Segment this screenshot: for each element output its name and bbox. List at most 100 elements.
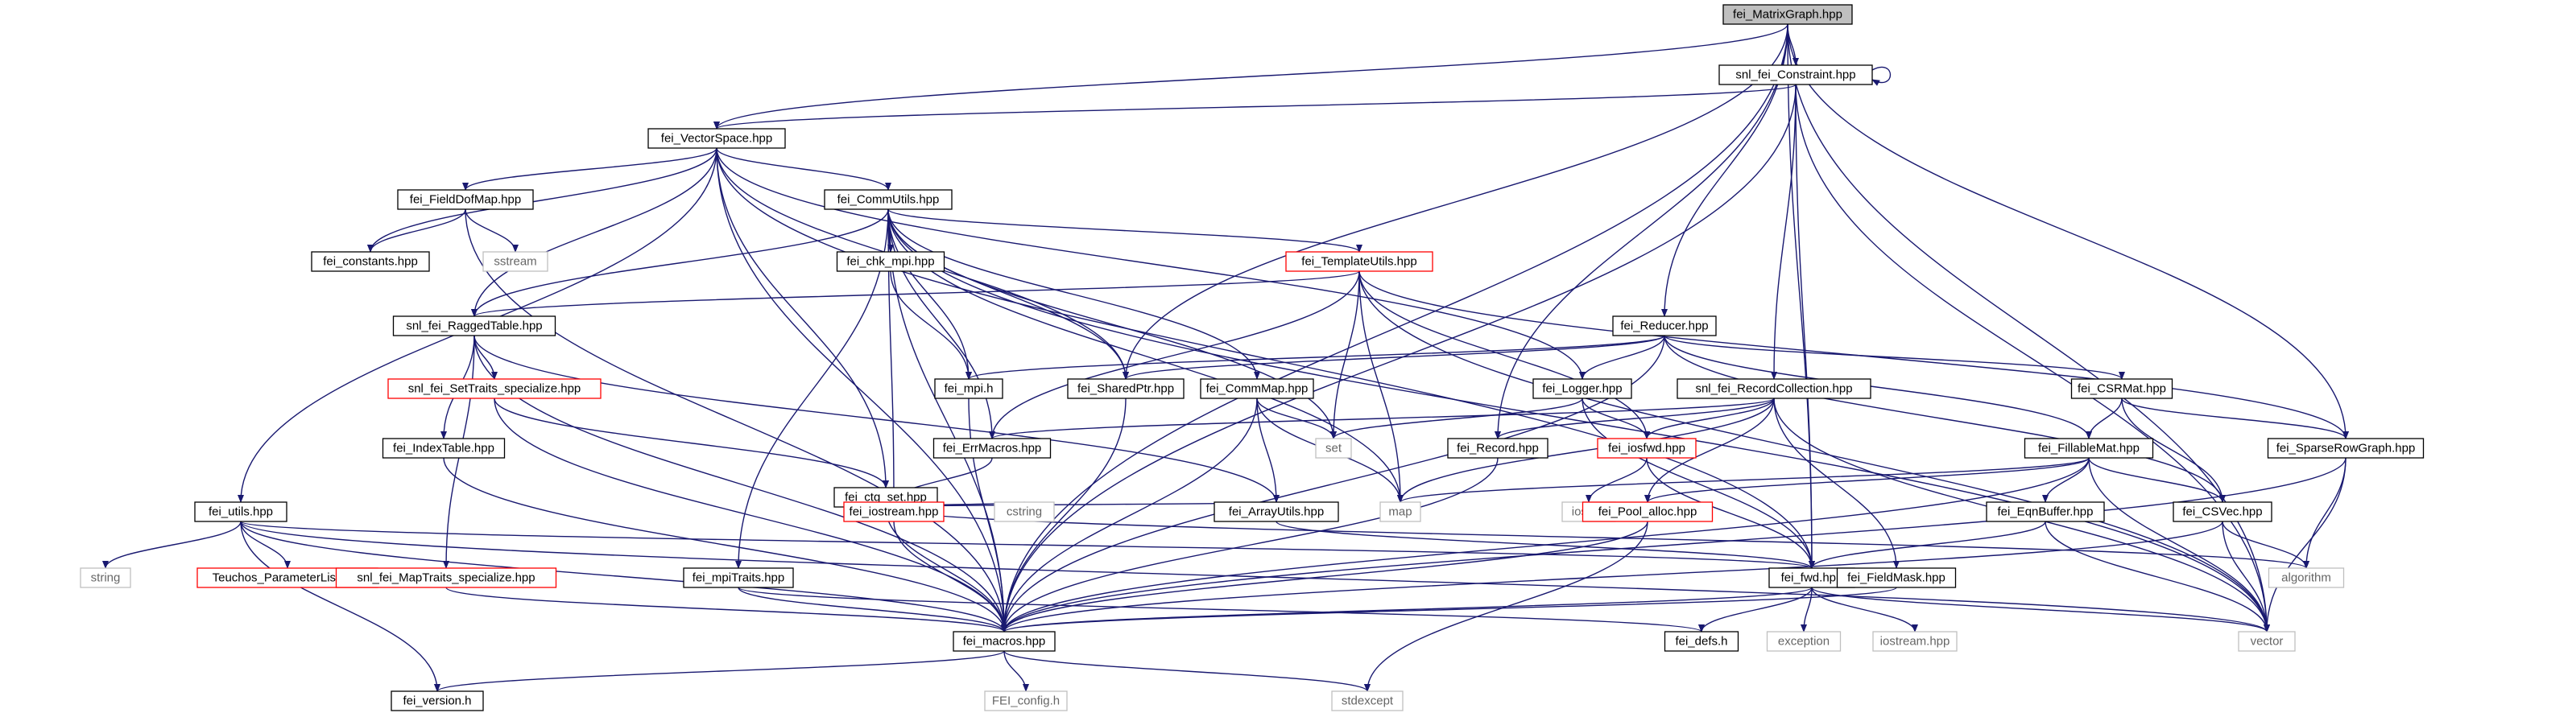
node-label-sparserowgraph: fei_SparseRowGraph.hpp — [2276, 442, 2416, 455]
edge-reducer-to-mpih — [965, 335, 1665, 380]
edge-root-to-sharedptr — [1123, 23, 1788, 380]
edge-eqnbuffer-to-vector — [2045, 521, 2270, 633]
edge-sharedptr-to-macros — [1001, 398, 1127, 633]
node-label-raggedtable: snl_fei_RaggedTable.hpp — [406, 319, 542, 333]
node-box-vector — [2238, 631, 2296, 652]
edge-commutils-to-templateutils — [887, 208, 1362, 253]
edge-commutils-to-commmap — [887, 208, 1260, 380]
node-label-reducer: fei_Reducer.hpp — [1620, 319, 1708, 333]
node-box-iosfwd_hpp — [1597, 438, 1697, 459]
node-errmacros[interactable]: fei_ErrMacros.hpp — [932, 438, 1052, 459]
node-label-sstream: sstream — [494, 255, 536, 269]
node-templateutils[interactable]: fei_TemplateUtils.hpp — [1285, 251, 1433, 272]
edge-reducer-to-sharedptr — [1123, 335, 1665, 380]
node-label-fielddofmap: fei_FieldDofMap.hpp — [410, 193, 521, 207]
edge-indextable-to-macros — [443, 457, 1007, 633]
node-box-errmacros — [932, 438, 1052, 459]
node-constants[interactable]: fei_constants.hpp — [311, 251, 430, 272]
edge-sparserowgraph-to-algorithm — [2303, 457, 2347, 569]
edge-vectorspace-to-fwd — [716, 147, 1815, 569]
node-vector: vector — [2238, 631, 2296, 652]
node-chkmpi[interactable]: fei_chk_mpi.hpp — [836, 251, 945, 272]
node-label-stdexcept: stdexcept — [1342, 694, 1394, 708]
node-raggedtable[interactable]: snl_fei_RaggedTable.hpp — [392, 315, 556, 336]
edge-templateutils-to-map — [1358, 270, 1404, 503]
edge-eqnbuffer-to-fwd — [1809, 521, 2046, 569]
node-sharedptr[interactable]: fei_SharedPtr.hpp — [1067, 378, 1185, 399]
edge-recordcollection-to-fieldmask — [1773, 398, 1900, 569]
node-label-string: string — [91, 571, 121, 585]
node-fielddofmap[interactable]: fei_FieldDofMap.hpp — [397, 189, 534, 210]
edge-utils-to-version — [240, 521, 440, 692]
edge-vectorspace-to-ctgset — [716, 147, 889, 488]
node-vectorspace[interactable]: fei_VectorSpace.hpp — [647, 128, 786, 149]
node-label-mpih: fei_mpi.h — [945, 382, 994, 396]
edge-mpitraits-to-defs — [738, 587, 1705, 633]
edge-iosfwd_hpp-to-iosfwd — [1586, 457, 1648, 503]
edge-mpitraits-to-macros — [738, 587, 1007, 633]
node-box-iostream — [1872, 631, 1958, 652]
edge-csvec-to-algorithm — [2222, 521, 2309, 569]
node-recordcollection[interactable]: snl_fei_RecordCollection.hpp — [1677, 378, 1871, 399]
node-iostream: iostream.hpp — [1872, 631, 1958, 652]
node-commmap[interactable]: fei_CommMap.hpp — [1200, 378, 1314, 399]
node-box-fielddofmap — [397, 189, 534, 210]
node-box-feiconfig — [984, 690, 1068, 711]
node-iostream_hpp[interactable]: fei_iostream.hpp — [843, 501, 945, 522]
edge-fillablemat-to-poolalloc — [1644, 457, 2090, 503]
node-constraint[interactable]: snl_fei_Constraint.hpp — [1718, 64, 1873, 85]
node-arrayutils[interactable]: fei_ArrayUtils.hpp — [1214, 501, 1339, 522]
edge-fielddofmap-to-constants — [367, 208, 466, 253]
node-logger[interactable]: fei_Logger.hpp — [1532, 378, 1632, 399]
node-commutils[interactable]: fei_CommUtils.hpp — [824, 189, 953, 210]
node-macros[interactable]: fei_macros.hpp — [953, 631, 1056, 652]
node-defs[interactable]: fei_defs.h — [1664, 631, 1739, 652]
edge-constraint-to-vector — [1795, 84, 2270, 633]
node-csvec[interactable]: fei_CSVec.hpp — [2173, 501, 2272, 522]
edge-constraint-to-fwd — [1795, 84, 1815, 569]
node-label-version: fei_version.h — [403, 694, 471, 708]
node-label-mpitraits: fei_mpiTraits.hpp — [693, 571, 785, 585]
node-box-vectorspace — [647, 128, 786, 149]
node-fieldmask[interactable]: fei_FieldMask.hpp — [1836, 567, 1957, 588]
node-box-chkmpi — [836, 251, 945, 272]
node-settraits[interactable]: snl_fei_SetTraits_specialize.hpp — [387, 378, 602, 399]
node-poolalloc[interactable]: fei_Pool_alloc.hpp — [1582, 501, 1714, 522]
node-label-vectorspace: fei_VectorSpace.hpp — [661, 132, 772, 146]
node-box-macros — [953, 631, 1056, 652]
edge-constraint-to-recordcollection — [1771, 84, 1797, 380]
node-csrmat[interactable]: fei_CSRMat.hpp — [2070, 378, 2173, 399]
edge-iosfwd_hpp-to-fwd — [1646, 457, 1815, 569]
node-mpih[interactable]: fei_mpi.h — [934, 378, 1003, 399]
edge-ctgset-to-algorithm — [885, 506, 2309, 569]
node-label-exception: exception — [1778, 635, 1830, 649]
edge-fillablemat-to-eqnbuffer — [2042, 457, 2090, 503]
node-root[interactable]: fei_MatrixGraph.hpp — [1722, 4, 1853, 25]
edge-fielddofmap-to-macros — [465, 208, 1007, 633]
node-record[interactable]: fei_Record.hpp — [1447, 438, 1548, 459]
node-iosfwd_hpp[interactable]: fei_iosfwd.hpp — [1597, 438, 1697, 459]
node-fillablemat[interactable]: fei_FillableMat.hpp — [2024, 438, 2154, 459]
edge-utils-to-fwd — [240, 521, 1815, 569]
node-box-logger — [1532, 378, 1632, 399]
node-stdexcept: stdexcept — [1331, 690, 1404, 711]
node-mpitraits[interactable]: fei_mpiTraits.hpp — [683, 567, 794, 588]
node-box-commmap — [1200, 378, 1314, 399]
node-maptraits[interactable]: snl_fei_MapTraits_specialize.hpp — [335, 567, 557, 588]
edge-vectorspace-to-fielddofmap — [462, 147, 717, 191]
edge-fwd-to-vector — [1811, 587, 2270, 633]
node-sparserowgraph[interactable]: fei_SparseRowGraph.hpp — [2267, 438, 2425, 459]
node-eqnbuffer[interactable]: fei_EqnBuffer.hpp — [1986, 501, 2105, 522]
node-version[interactable]: fei_version.h — [391, 690, 484, 711]
node-box-cstring — [994, 501, 1055, 522]
edge-commutils-to-raggedtable — [471, 208, 889, 317]
node-box-iostream_hpp — [843, 501, 945, 522]
node-box-fieldmask — [1836, 567, 1957, 588]
node-sstream: sstream — [482, 251, 548, 272]
node-reducer[interactable]: fei_Reducer.hpp — [1612, 315, 1717, 336]
node-indextable[interactable]: fei_IndexTable.hpp — [382, 438, 506, 459]
node-label-constants: fei_constants.hpp — [323, 255, 418, 269]
edge-reducer-to-fillablemat — [1664, 335, 2092, 439]
node-utils[interactable]: fei_utils.hpp — [194, 501, 287, 522]
